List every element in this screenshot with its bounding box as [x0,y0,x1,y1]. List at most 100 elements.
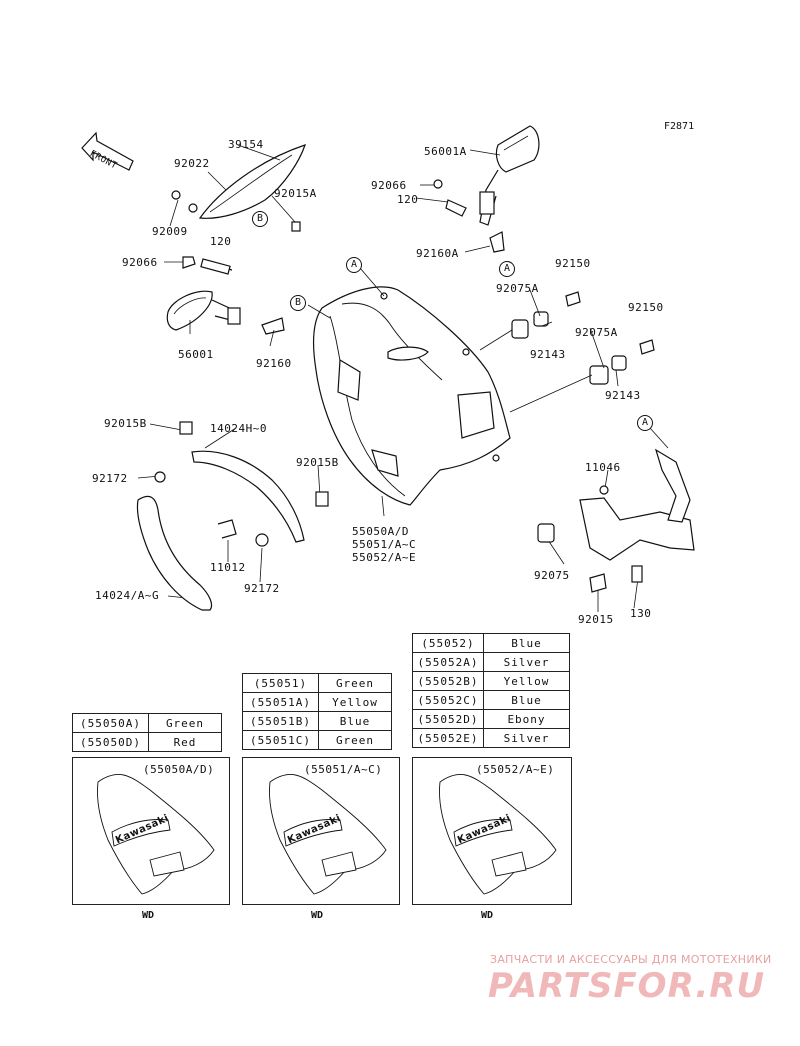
color-table-55050: (55050A) Green (55050D) Red [72,713,222,752]
part-label: 92066 [122,256,158,269]
part-label: 14024/A~G [95,589,160,602]
part-label: 92015B [296,456,339,469]
part-label: 92015A [274,187,317,200]
table-row: (55051B) Blue [242,711,392,731]
variant-panel-55050 [72,757,230,905]
part-label: 11012 [210,561,246,574]
table-cell-color: Red [148,732,222,752]
callout-a-right-mirror: A [499,261,515,277]
table-row: (55052E) Silver [412,728,570,748]
screw-part [154,471,269,547]
part-label: 92015 [578,613,614,626]
front-arrow-icon [81,131,134,171]
callout-b-windscreen: B [252,211,268,227]
part-label: 56001 [178,348,214,361]
part-label: 92009 [152,225,188,238]
part-label: 120 [397,193,419,206]
upper-fairing-part [312,286,511,506]
table-cell-code: (55052C) [412,690,484,710]
part-label: 92143 [530,348,566,361]
table-row: (55050A) Green [72,713,222,733]
table-cell-color: Silver [483,652,570,672]
part-label: 92160A [416,247,459,260]
screw-part [182,256,233,275]
table-row: (55051) Green [242,673,392,693]
side-panel-part [136,495,213,611]
grommet-part [511,291,655,385]
watermark-tagline: ЗАПЧАСТИ И АКСЕССУАРЫ ДЛЯ МОТОТЕХНИКИ [490,953,772,966]
variant-panel-55052 [412,757,572,905]
part-label: 130 [630,607,652,620]
table-cell-code: (55052B) [412,671,484,691]
table-cell-color: Blue [318,711,392,731]
clip-part [217,519,237,539]
table-cell-color: Blue [483,690,570,710]
part-label: 92075 [534,569,570,582]
part-label: 92160 [256,357,292,370]
table-cell-code: (55050D) [72,732,149,752]
table-row: (55052B) Yellow [412,671,570,691]
part-label: 92075A [575,326,618,339]
table-row: (55050D) Red [72,732,222,752]
table-cell-code: (55052E) [412,728,484,748]
part-label: 14024H~0 [210,422,267,435]
part-label: 11046 [585,461,621,474]
part-label: 92150 [555,257,591,270]
variant-footer: WD [481,910,494,921]
table-cell-color: Blue [483,633,570,653]
variant-caption: (55051/A~C) [304,763,383,776]
part-label: 92172 [92,472,128,485]
variant-panel-55051 [242,757,400,905]
table-row: (55051C) Green [242,730,392,750]
variant-panel-sketch [97,773,557,895]
variant-footer: WD [311,910,324,921]
right-mirror-part [433,125,540,253]
part-label: 92015B [104,417,147,430]
watermark-logo: PARTSFOR.RU [488,966,766,1006]
variant-caption: (55052/A~E) [476,763,555,776]
variant-footer: WD [142,910,155,921]
part-label: 55050A/D [352,525,409,538]
grommet-part [171,190,301,232]
part-label: 92022 [174,157,210,170]
part-label: 92075A [496,282,539,295]
part-label: 56001A [424,145,467,158]
table-cell-code: (55051C) [242,730,319,750]
part-label: 92150 [628,301,664,314]
table-cell-color: Yellow [318,692,392,712]
table-cell-color: Green [318,730,392,750]
table-cell-code: (55051B) [242,711,319,731]
callout-b-fairing: B [290,295,306,311]
color-table-55051: (55051) Green (55051A) Yellow (55051B) B… [242,673,392,750]
table-cell-code: (55052) [412,633,484,653]
table-cell-code: (55051A) [242,692,319,712]
leader-lines [137,144,669,612]
windscreen-part [198,144,306,219]
table-cell-color: Green [318,673,392,693]
table-row: (55052C) Blue [412,690,570,710]
variant-caption: (55050A/D) [143,763,215,776]
table-row: (55052) Blue [412,633,570,653]
part-label: 120 [210,235,232,248]
callout-a-top: A [346,257,362,273]
table-cell-color: Green [148,713,222,733]
color-table-55052: (55052) Blue (55052A) Silver (55052B) Ye… [412,633,570,748]
table-cell-code: (55052D) [412,709,484,729]
table-row: (55052D) Ebony [412,709,570,729]
part-label: 55052/A~E [352,551,417,564]
part-label: 39154 [228,138,264,151]
inner-panel-part [179,421,329,543]
table-cell-code: (55051) [242,673,319,693]
table-cell-color: Yellow [483,671,570,691]
table-row: (55052A) Silver [412,652,570,672]
callout-a-bracket: A [637,415,653,431]
table-cell-code: (55050A) [72,713,149,733]
table-cell-code: (55052A) [412,652,484,672]
part-label: 55051/A~C [352,538,417,551]
table-cell-color: Ebony [483,709,570,729]
part-label: 92143 [605,389,641,402]
part-label: 92066 [371,179,407,192]
part-label: 92172 [244,582,280,595]
table-row: (55051A) Yellow [242,692,392,712]
